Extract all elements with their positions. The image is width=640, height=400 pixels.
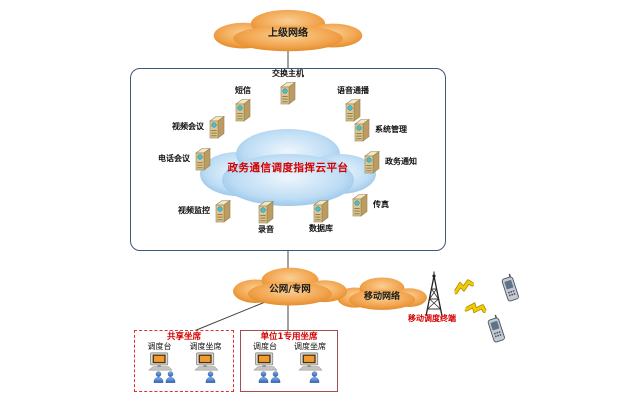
server-label: 传真 — [373, 199, 389, 209]
person-icon — [165, 371, 176, 383]
person-icon — [309, 371, 320, 383]
server-label: 系统管理 — [375, 124, 407, 134]
server-label: 交换主机 — [272, 69, 304, 78]
public-network-cloud: 公网/专网 — [224, 266, 356, 308]
server-label: 视频监控 — [178, 205, 210, 215]
seat-group-title: 共享坐席 — [166, 332, 201, 342]
mobile-phone-icon — [498, 272, 522, 304]
server-icon — [233, 97, 253, 123]
console-monitor-icon — [147, 352, 173, 371]
server-icon — [352, 117, 372, 143]
seat-group-title: 单位1专用坐席 — [260, 332, 318, 342]
console-label: 调度台 — [253, 342, 277, 352]
server-recording: 录音 — [246, 199, 286, 235]
console-monitor-icon — [252, 352, 278, 371]
seat-group-unit1: 单位1专用坐席 调度台 调度坐席 — [240, 330, 338, 392]
platform-cloud: 政务通信调度指挥云平台 — [190, 118, 386, 210]
server-icon — [213, 198, 233, 224]
server-exchange-host: 交换主机 — [261, 69, 315, 106]
server-icon — [207, 114, 227, 140]
dispatch-console: 调度台 — [147, 343, 173, 371]
server-label: 录音 — [258, 225, 274, 234]
server-icon — [278, 80, 298, 106]
server-sms: 短信 — [223, 86, 263, 123]
server-icon — [311, 198, 331, 224]
server-voice-broadcast: 语音通播 — [328, 86, 378, 123]
person-icon — [205, 371, 216, 383]
seat-group-shared: 共享坐席 调度台 调度坐席 — [134, 330, 234, 392]
server-label: 短信 — [235, 86, 251, 95]
person-icon — [258, 371, 269, 383]
dispatch-console: 调度台 — [252, 343, 278, 371]
server-icon — [256, 199, 276, 225]
server-database: 数据库 — [298, 198, 344, 234]
server-label: 电话会议 — [158, 153, 190, 163]
server-label: 政务通知 — [385, 156, 417, 166]
server-gov-notice: 政务通知 — [362, 149, 417, 175]
console-monitor-icon — [193, 352, 219, 371]
dispatch-seat: 调度坐席 — [190, 343, 222, 371]
person-icon — [270, 371, 281, 383]
server-icon — [350, 192, 370, 218]
server-icon — [193, 146, 213, 172]
server-label: 语音通播 — [337, 86, 369, 95]
server-video-conference: 视频会议 — [172, 114, 227, 140]
top-network-label: 上级网络 — [268, 28, 308, 39]
mobile-phone-icon — [484, 313, 508, 345]
server-system-management: 系统管理 — [352, 117, 407, 143]
console-label: 调度台 — [147, 342, 172, 352]
platform-cloud-label: 政务通信调度指挥云平台 — [227, 162, 349, 174]
server-fax: 传真 — [350, 192, 389, 218]
mobile-network-label: 移动网络 — [363, 292, 400, 302]
console-monitor-icon — [297, 352, 323, 371]
public-network-label: 公网/专网 — [269, 284, 311, 295]
console-label: 调度坐席 — [294, 342, 326, 352]
console-label: 调度坐席 — [189, 342, 222, 352]
lightning-bolt-icon — [453, 279, 475, 296]
server-label: 数据库 — [309, 224, 333, 233]
dispatch-seat: 调度坐席 — [294, 343, 326, 371]
top-network-cloud: 上级网络 — [202, 8, 374, 54]
mobile-terminal-label: 移动调度终端 — [408, 314, 456, 323]
person-icon — [153, 371, 164, 383]
mobile-network-cloud: 移动网络 — [330, 276, 434, 312]
server-phone-conference: 电话会议 — [158, 146, 213, 172]
server-icon — [362, 149, 382, 175]
server-video-surveillance: 视频监控 — [178, 198, 233, 224]
server-label: 视频会议 — [172, 121, 204, 131]
antenna-tower-icon — [425, 271, 443, 317]
